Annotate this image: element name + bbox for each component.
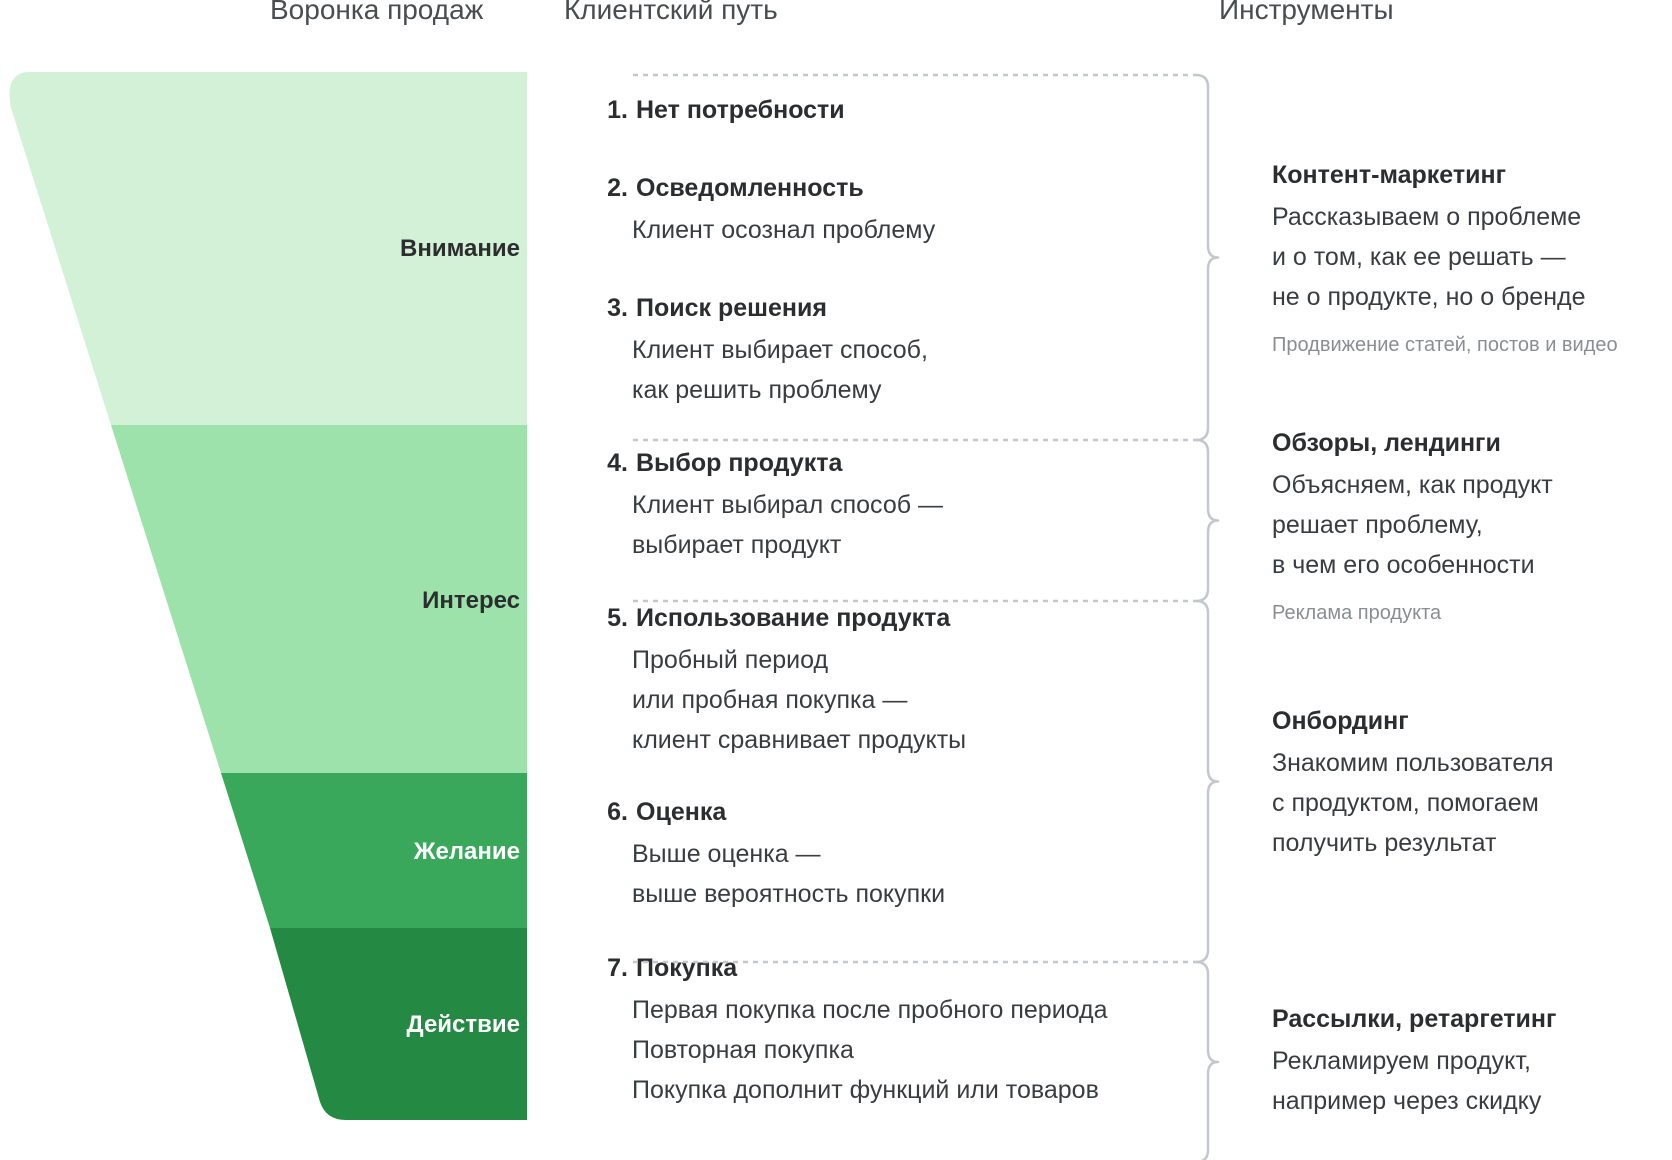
brace-reviews-landings	[1194, 438, 1220, 603]
step-title: 4.Выбор продукта	[607, 449, 843, 477]
brace-mailing-retargeting	[1194, 960, 1220, 1160]
journey-step-2: 2.Осведомленность Клиент осознал проблем…	[592, 172, 935, 250]
step-title: 3.Поиск решения	[607, 294, 827, 322]
tools-header: Инструменты	[1219, 0, 1394, 25]
step-title: 7.Покупка	[607, 954, 738, 982]
step-title: 6.Оценка	[607, 798, 727, 826]
tool-description: Знакомим пользователя с продуктом, помог…	[1272, 749, 1554, 857]
stage-label-action: Действие	[406, 1011, 520, 1038]
journey-step-3: 3.Поиск решения Клиент выбирает способ, …	[592, 292, 928, 410]
stage-label-interest: Интерес	[422, 587, 520, 614]
journey-step-6: 6.Оценка Выше оценка — выше вероятность …	[592, 796, 945, 914]
step-description: Пробный период или пробная покупка — кли…	[632, 646, 967, 754]
step-description: Первая покупка после пробного периода По…	[632, 996, 1108, 1104]
journey-step-4: 4.Выбор продукта Клиент выбирал способ —…	[592, 447, 943, 565]
brace-onboarding	[1194, 599, 1220, 964]
stage-label-desire: Желание	[413, 838, 520, 865]
tool-description: Рекламируем продукт, например через скид…	[1272, 1047, 1542, 1115]
step-title: 2.Осведомленность	[607, 174, 864, 202]
step-description: Клиент выбирал способ — выбирает продукт	[632, 491, 943, 559]
tool-description: Рассказываем о проблеме и о том, как ее …	[1272, 203, 1586, 311]
journey-step-1: 1.Нет потребности	[592, 94, 845, 126]
funnel-band-desire	[221, 773, 527, 928]
step-title: 1.Нет потребности	[607, 96, 845, 124]
step-title: 5.Использование продукта	[607, 604, 951, 632]
step-description: Клиент осознал проблему	[632, 216, 936, 244]
tool-reviews-landings: Обзоры, лендинги Объясняем, как продукт …	[1272, 427, 1553, 627]
tool-onboarding: Онбординг Знакомим пользователя с продук…	[1272, 705, 1554, 863]
step-description: Клиент выбирает способ, как решить пробл…	[632, 336, 928, 404]
stage-label-attention: Внимание	[400, 235, 520, 262]
journey-step-5: 5.Использование продукта Пробный период …	[592, 602, 966, 760]
funnel-band-action	[270, 928, 527, 1120]
tool-mailing-retargeting: Рассылки, ретаргетинг Рекламируем продук…	[1272, 1003, 1556, 1121]
tool-content-marketing: Контент-маркетинг Рассказываем о проблем…	[1272, 159, 1618, 359]
journey-step-7: 7.Покупка Первая покупка после пробного …	[592, 952, 1108, 1110]
tool-note: Реклама продукта	[1272, 602, 1442, 624]
journey-gradient-fade	[527, 70, 777, 1122]
funnel-band-interest	[111, 425, 527, 773]
tool-note: Продвижение статей, постов и видео	[1272, 334, 1618, 356]
funnel-header: Воронка продаж	[270, 0, 484, 25]
step-description: Выше оценка — выше вероятность покупки	[632, 840, 946, 908]
funnel-band-attention	[9, 72, 528, 425]
journey-header: Клиентский путь	[564, 0, 778, 25]
tool-description: Объясняем, как продукт решает проблему, …	[1272, 471, 1553, 579]
brace-content-marketing	[1194, 73, 1220, 442]
